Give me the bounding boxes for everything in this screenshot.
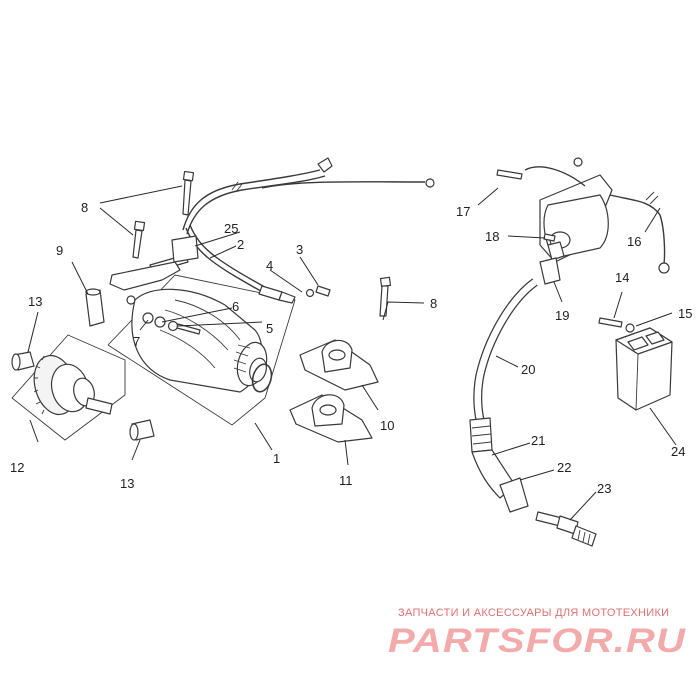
bushing-upper: [11, 351, 35, 371]
callout-6: 6: [232, 299, 239, 314]
washer-7: [142, 312, 154, 324]
screw-17: [496, 169, 523, 180]
watermark-logo: PARTSFOR.RU: [388, 622, 687, 660]
watermark-caption: ЗАПЧАСТИ И АКСЕССУАРЫ ДЛЯ МОТОТЕХНИКИ: [398, 607, 669, 619]
callout-11: 11: [339, 473, 353, 488]
callout-19: 19: [555, 308, 569, 323]
coil-primary-wire: [609, 194, 666, 265]
cdi-unit: [615, 327, 673, 411]
screw-18: [543, 233, 556, 242]
callout-5: 5: [266, 321, 273, 336]
cable-terminal: [258, 285, 283, 301]
spacer-sleeve: [85, 288, 105, 327]
starter-cable-upper-outer: [186, 175, 326, 235]
callout-8-left: 8: [81, 200, 88, 215]
callout-2: 2: [237, 237, 244, 252]
callout-7: 7: [133, 334, 140, 349]
ground-eye: [573, 157, 583, 167]
ground-terminal: [425, 178, 435, 188]
washer-6: [154, 316, 166, 328]
washer-15: [625, 323, 635, 333]
gear-group-outline: [11, 334, 126, 441]
cable-clamp: [171, 235, 199, 263]
ht-lead-inner: [474, 279, 537, 421]
callout-4: 4: [266, 258, 273, 273]
o-ring: [251, 363, 273, 393]
callout-22: 22: [557, 460, 571, 475]
washer-5: [167, 320, 179, 332]
coil-ground-wire: [524, 166, 586, 187]
callout-1: 1: [273, 451, 280, 466]
wire-ring-terminal: [658, 262, 670, 274]
bolt-upper: [182, 170, 195, 216]
starter-cable: [189, 224, 271, 291]
nut-3: [305, 285, 331, 298]
rubber-mount-11: [289, 394, 373, 443]
callout-10: 10: [380, 418, 394, 433]
callout-13-lower: 13: [120, 476, 134, 491]
spark-plug: [535, 511, 597, 547]
motor-mount-plate: [109, 261, 181, 291]
callout-17: 17: [456, 204, 470, 219]
callout-23: 23: [597, 481, 611, 496]
callout-24: 24: [671, 444, 685, 459]
starter-gear: [33, 354, 113, 416]
ground-cable: [261, 181, 426, 189]
starter-cable-upper: [182, 169, 321, 231]
callout-25: 25: [224, 221, 238, 236]
callout-9: 9: [56, 243, 63, 258]
cable-lug: [278, 291, 296, 304]
callout-21: 21: [531, 433, 545, 448]
spark-plug-cap: [469, 417, 529, 513]
cable-break-mark: [231, 181, 243, 193]
screw-14: [598, 317, 623, 328]
starter-group-outline: [107, 274, 296, 426]
rubber-mount-10: [299, 339, 379, 391]
callout-14: 14: [615, 270, 629, 285]
bushing-lower: [129, 419, 155, 441]
wire-break-mark: [645, 191, 659, 205]
mount-screw: [176, 323, 201, 335]
callout-12: 12: [10, 460, 24, 475]
leader-lines: [27, 185, 677, 521]
starter-cable-outer: [185, 227, 267, 295]
callout-13-upper: 13: [28, 294, 42, 309]
starter-motor: [131, 288, 268, 393]
callout-20: 20: [521, 362, 535, 377]
callout-8-right: 8: [430, 296, 437, 311]
callout-16: 16: [627, 234, 641, 249]
callout-15: 15: [678, 306, 692, 321]
bolt-lower: [132, 220, 146, 259]
bolt-right: [379, 276, 392, 317]
callout-18: 18: [485, 229, 499, 244]
ignition-coil: [539, 194, 609, 285]
cable-connector-top: [317, 157, 333, 173]
callout-3: 3: [296, 242, 303, 257]
